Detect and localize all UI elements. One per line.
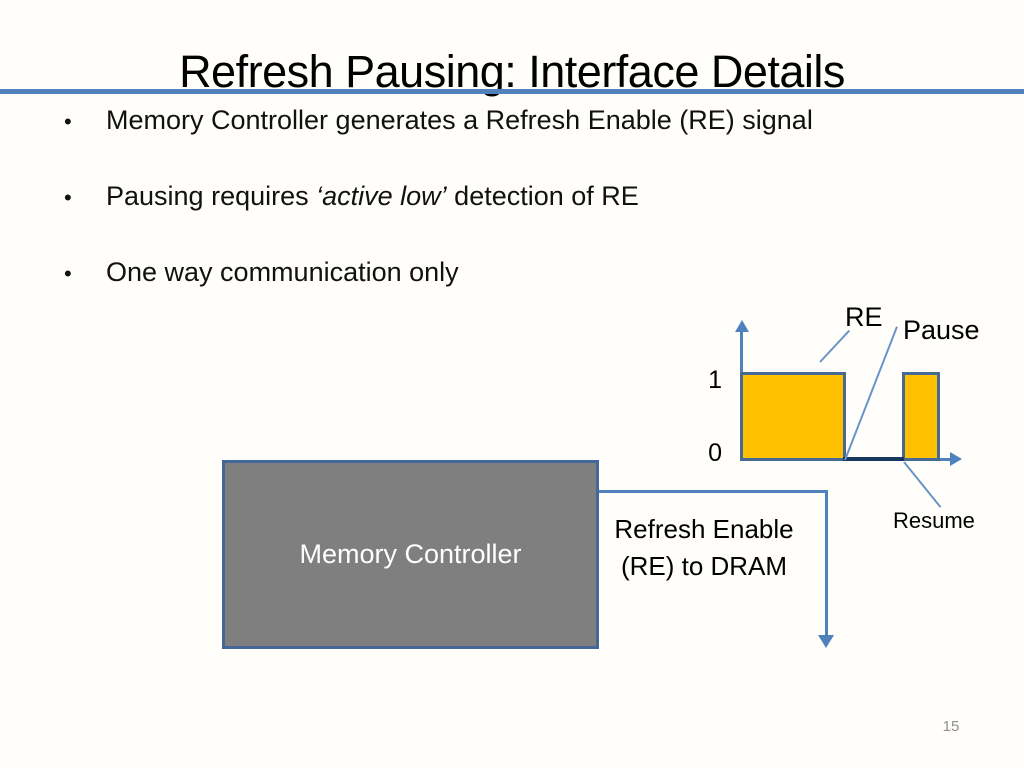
bullet-text-post: detection of RE — [446, 181, 639, 211]
bullet-marker: • — [64, 109, 72, 134]
bullet-list: • Memory Controller generates a Refresh … — [58, 103, 958, 331]
bullet-marker: • — [64, 261, 72, 286]
title-divider — [0, 89, 1024, 94]
bullet-text: Pausing requires ‘active low’ detection … — [106, 179, 639, 215]
tick-label-0: 0 — [708, 439, 722, 467]
bullet-text-pre: Pausing requires — [106, 181, 317, 211]
bullet-marker: • — [64, 185, 72, 210]
bullet-text: One way communication only — [106, 255, 459, 291]
re-connector-arrow-icon — [818, 635, 834, 648]
re-connector-horizontal — [599, 490, 828, 493]
waveform-y-axis-arrow-icon — [735, 320, 749, 332]
refresh-enable-label-line2: (RE) to DRAM — [620, 551, 788, 581]
bullet-text-italic: ‘active low’ — [316, 181, 447, 211]
refresh-enable-label: Refresh Enable (RE) to DRAM — [598, 511, 810, 585]
pause-callout-line — [844, 326, 898, 461]
re-low-segment — [843, 457, 904, 461]
bullet-item-2: • Pausing requires ‘active low’ detectio… — [58, 179, 958, 215]
refresh-enable-label-line1: Refresh Enable — [614, 514, 794, 544]
bullet-text: Memory Controller generates a Refresh En… — [106, 103, 813, 139]
pause-label: Pause — [903, 315, 980, 345]
page-number: 15 — [942, 718, 960, 735]
bullet-text-pre: Memory Controller generates a Refresh En… — [106, 105, 813, 135]
memory-controller-label: Memory Controller — [299, 539, 522, 569]
re-high-pulse-1 — [740, 372, 846, 461]
bullet-item-1: • Memory Controller generates a Refresh … — [58, 103, 958, 139]
re-callout-line — [819, 329, 851, 363]
bullet-item-3: • One way communication only — [58, 255, 958, 291]
memory-controller-box: Memory Controller — [222, 460, 599, 649]
resume-callout-line — [903, 461, 942, 508]
bullet-text-pre: One way communication only — [106, 257, 459, 287]
re-high-pulse-2 — [902, 372, 940, 461]
slide-title: Refresh Pausing: Interface Details — [179, 46, 845, 98]
waveform-x-axis-arrow-icon — [950, 452, 962, 466]
resume-label: Resume — [893, 508, 975, 533]
re-signal-label: RE — [845, 302, 883, 332]
tick-label-1: 1 — [708, 366, 722, 394]
re-connector-vertical — [825, 490, 828, 637]
